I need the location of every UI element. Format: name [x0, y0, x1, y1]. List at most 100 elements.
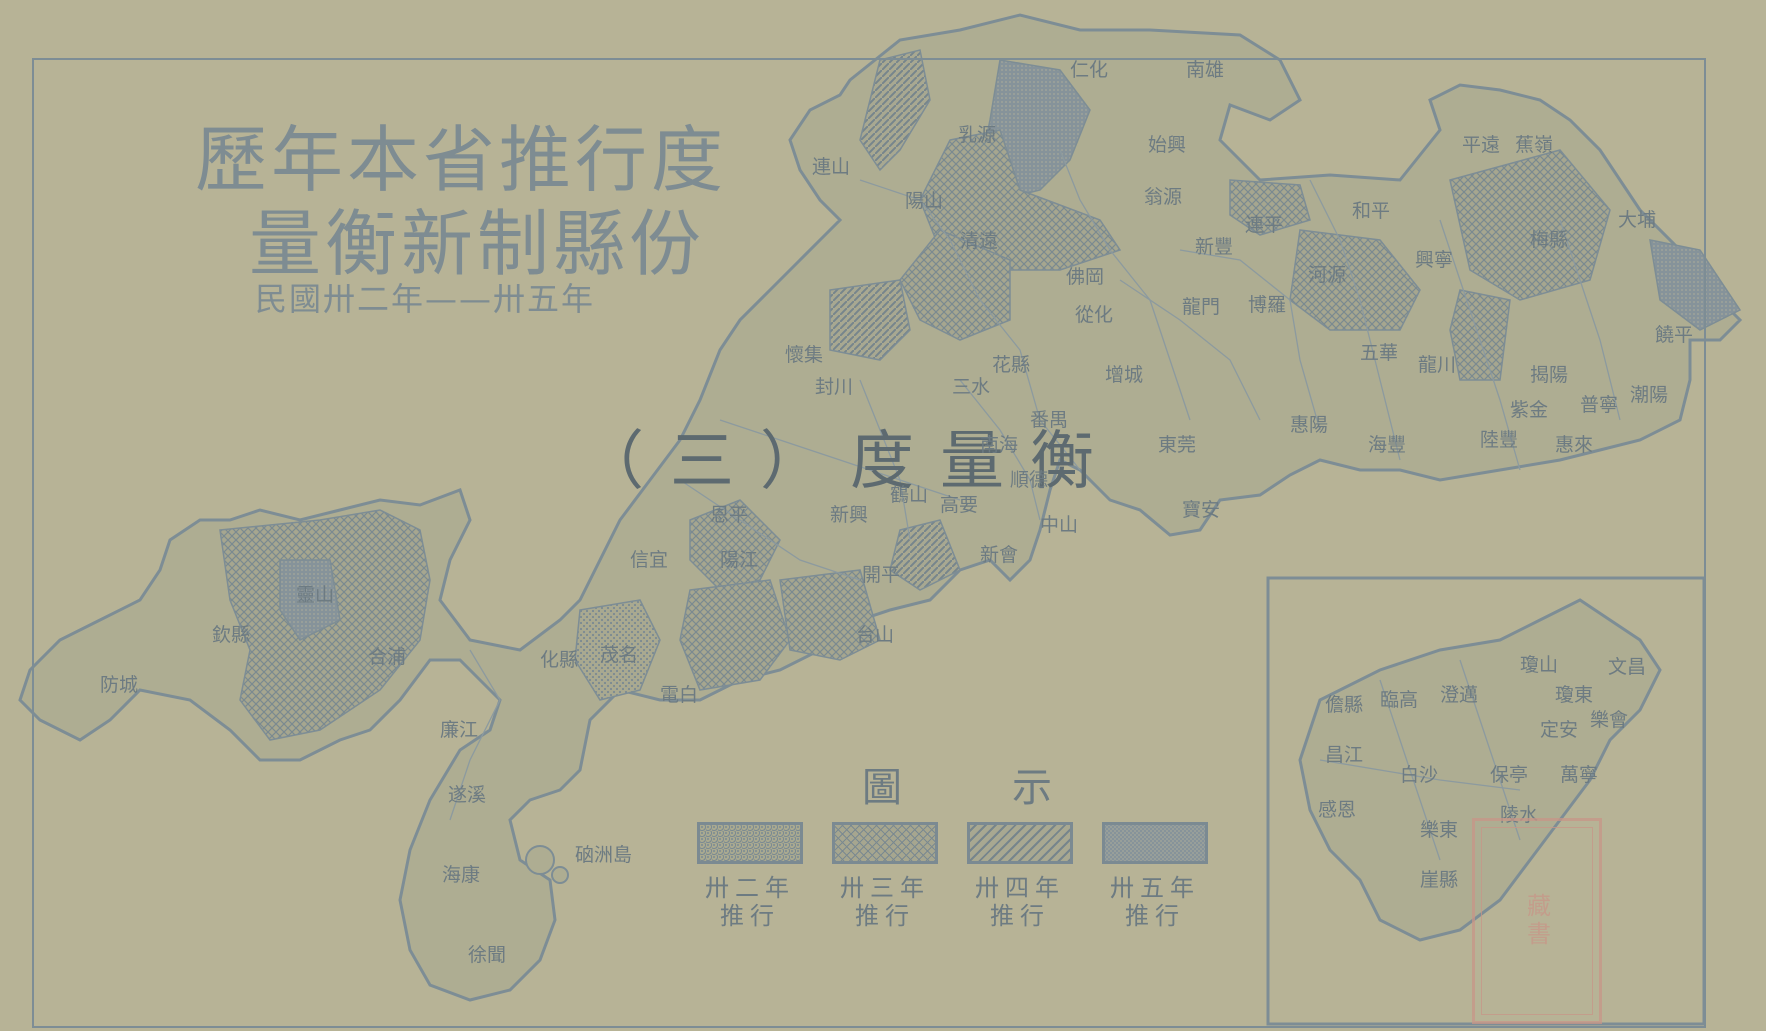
title-line-1: 歷年本省推行度: [195, 118, 728, 202]
county-label: 新會: [980, 544, 1019, 566]
county-label: 饒平: [1655, 324, 1694, 346]
county-label: 欽縣: [212, 624, 251, 646]
legend-item-1943: 卅三年推行: [830, 822, 940, 930]
region-dense-southwest: [279, 559, 341, 641]
county-label: 陽江: [720, 549, 759, 571]
legend-swatch-dots: [697, 822, 803, 864]
county-label: 靈山: [296, 584, 335, 606]
county-borders: [449, 149, 1621, 821]
legend-label: 卅五年推行: [1110, 874, 1200, 930]
county-label: 海豐: [1368, 434, 1407, 456]
island-2: [551, 866, 569, 884]
legend-swatch-dense: [1102, 822, 1208, 864]
county-label: 封川: [815, 376, 854, 398]
county-label: 興寧: [1415, 249, 1454, 271]
county-label: 新興: [830, 504, 869, 526]
county-label: 化縣: [540, 649, 579, 671]
county-label: 茂名: [600, 644, 639, 666]
county-label: 鶴山: [890, 484, 929, 506]
county-label: 惠來: [1555, 434, 1594, 456]
county-label: 乳源: [958, 124, 997, 146]
county-label: 開平: [862, 564, 901, 586]
county-label: 萬寧: [1560, 764, 1599, 786]
county-label: 瓊東: [1555, 684, 1594, 706]
county-label: 高要: [940, 494, 979, 516]
library-seal-stamp: 藏書: [1472, 818, 1602, 1024]
seal-text: 藏書: [1481, 827, 1593, 1015]
county-label: 防城: [100, 674, 139, 696]
county-label: 河源: [1308, 264, 1347, 286]
region-cross-east3: [1449, 149, 1611, 301]
legend-item-1944: 卅四年推行: [965, 822, 1075, 930]
county-label: 遂溪: [448, 784, 487, 806]
island-1: [525, 845, 555, 875]
county-label: 連山: [812, 156, 851, 178]
legend-swatch-hatch: [967, 822, 1073, 864]
county-label: 從化: [1075, 304, 1114, 326]
county-label: 佛岡: [1066, 266, 1105, 288]
county-label: 寶安: [1182, 499, 1221, 521]
county-label: 感恩: [1318, 799, 1357, 821]
county-label: 大埔: [1618, 209, 1657, 231]
legend-label: 卅二年推行: [705, 874, 795, 930]
county-label: 文昌: [1608, 656, 1647, 678]
county-label: 惠陽: [1290, 414, 1329, 436]
county-label: 順德: [1010, 469, 1049, 491]
county-label: 新豐: [1195, 236, 1234, 258]
county-label: 樂東: [1420, 819, 1459, 841]
legend-item-1942: 卅二年推行: [695, 822, 805, 930]
county-label: 電白: [660, 684, 699, 706]
legend-title: 圖示: [862, 765, 1162, 811]
county-label: 蕉嶺: [1515, 134, 1554, 156]
county-label: 台山: [856, 624, 895, 646]
county-label: 合浦: [368, 646, 407, 668]
county-label: 博羅: [1248, 294, 1287, 316]
county-label: 梅縣: [1530, 229, 1569, 251]
county-label: 南海: [980, 434, 1019, 456]
county-label: 和平: [1352, 200, 1391, 222]
county-label: 白沙: [1400, 764, 1439, 786]
outer-frame: [32, 58, 1706, 1028]
region-cross-north: [919, 129, 1122, 271]
page-title: 歷年本省推行度 量衡新制縣份: [195, 118, 728, 286]
county-label: 徐聞: [468, 944, 507, 966]
legend-label: 卅四年推行: [975, 874, 1065, 930]
county-label: 澄邁: [1440, 684, 1479, 706]
county-label: 三水: [952, 376, 991, 398]
county-label: 龍川: [1418, 354, 1457, 376]
county-label: 儋縣: [1325, 694, 1364, 716]
region-cross-east1: [1229, 179, 1311, 236]
county-label: 花縣: [992, 354, 1031, 376]
county-label: 五華: [1360, 342, 1399, 364]
county-label: 恩平: [710, 504, 749, 526]
county-label: 定安: [1540, 719, 1579, 741]
county-label: 揭陽: [1530, 364, 1569, 386]
region-dense-east: [1649, 239, 1742, 331]
region-cross-east4: [1449, 289, 1511, 381]
county-label: 廉江: [440, 719, 479, 741]
county-label: 南雄: [1186, 59, 1225, 81]
region-hatch-center: [829, 279, 911, 361]
county-label: 連平: [1245, 214, 1284, 236]
county-label: 保亭: [1490, 764, 1529, 786]
county-label: 海康: [442, 864, 481, 886]
county-label: 瓊山: [1520, 654, 1559, 676]
county-label: 樂會: [1590, 709, 1629, 731]
county-label: 信宜: [630, 549, 669, 571]
county-label: 臨高: [1380, 689, 1419, 711]
region-cross-south2: [679, 579, 791, 691]
hainan-borders: [1319, 659, 1521, 861]
county-label: 普寧: [1580, 394, 1619, 416]
hainan-outline: [1298, 598, 1662, 942]
county-label: 陸豐: [1480, 429, 1519, 451]
county-label: 仁化: [1070, 59, 1109, 81]
county-label: 平遠: [1462, 134, 1501, 156]
region-hatch-south: [889, 519, 961, 591]
region-cross-south1: [689, 499, 781, 591]
county-label: 東莞: [1158, 434, 1197, 456]
legend-item-1946: 卅五年推行: [1100, 822, 1210, 930]
county-label: 陽山: [905, 190, 944, 212]
region-cross-south3: [779, 569, 881, 661]
county-label: 翁源: [1144, 186, 1183, 208]
